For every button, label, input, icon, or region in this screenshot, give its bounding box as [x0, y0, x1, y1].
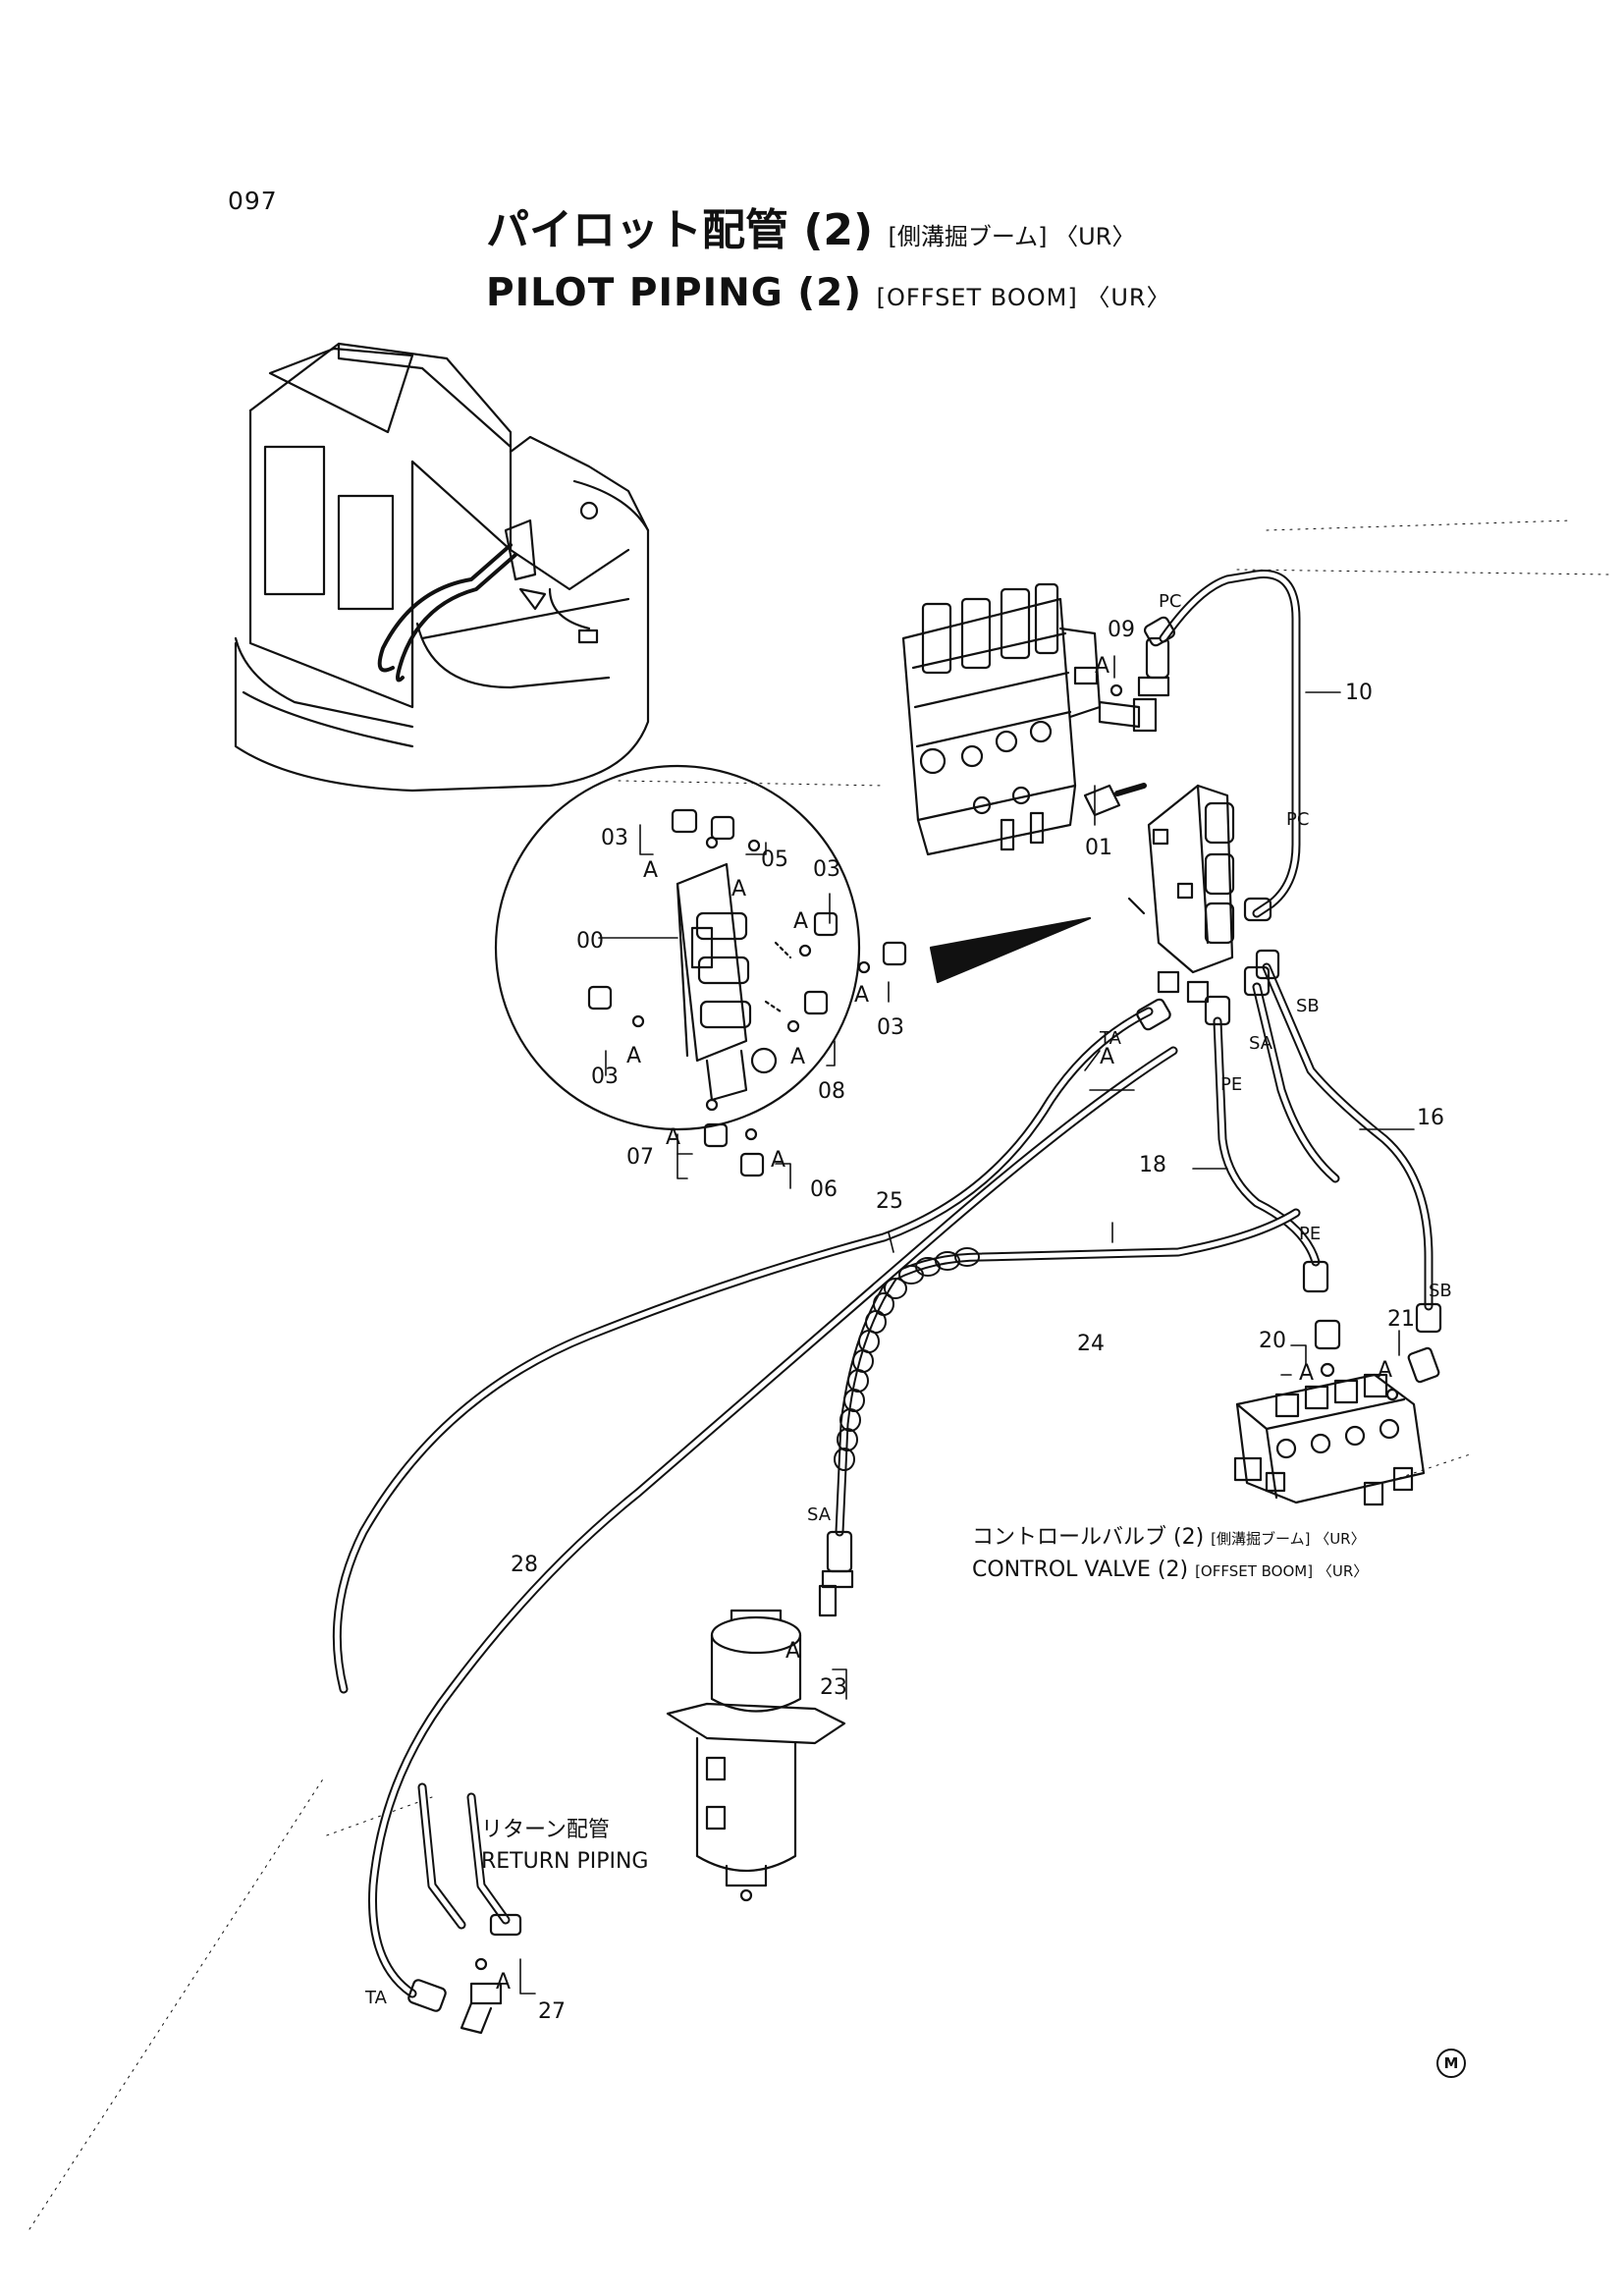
excavator-cab-illustration	[234, 342, 650, 793]
a-mark-10: A	[1299, 1361, 1314, 1386]
hose-24	[332, 1007, 1154, 1694]
a-mark-8: A	[771, 1148, 785, 1173]
part-01: 01	[1085, 836, 1112, 860]
part-28: 28	[511, 1553, 538, 1577]
center-swivel-joint	[666, 1584, 846, 1902]
title-en-sub: [OFFSET BOOM] 〈UR〉	[876, 284, 1171, 311]
a-mark-9: A	[1095, 654, 1109, 679]
port-sb-lower: SB	[1429, 1281, 1452, 1301]
part-16: 16	[1417, 1106, 1444, 1130]
port-pe-upper: PE	[1220, 1074, 1242, 1095]
fitting-20-group	[1314, 1319, 1341, 1378]
part-07: 07	[626, 1145, 654, 1170]
main-control-valve	[901, 582, 1102, 856]
fitting-21-group	[1385, 1346, 1440, 1401]
part-number-labels: 03 05 03 00 03 03 08 07 06 09 10 01 16 1…	[511, 618, 1444, 2024]
fitting-09-group	[1098, 636, 1170, 733]
port-ta-lower: TA	[364, 1988, 388, 2008]
title-jp-main: パイロット配管 (2)	[486, 205, 874, 255]
pilot-valve-block	[1127, 784, 1235, 1004]
a-mark-7: A	[666, 1125, 680, 1150]
return-piping-group	[417, 1782, 522, 2035]
control-valve-caption: コントロールバルブ (2) [側溝掘ブーム] 〈UR〉 CONTROL VALV…	[972, 1522, 1368, 1587]
a-mark-3: A	[793, 909, 808, 934]
a-marks: A A A A A A A A A A A A A A	[496, 654, 1392, 1995]
part-10: 10	[1345, 681, 1373, 705]
port-sa-upper: SA	[1249, 1033, 1273, 1054]
part-18: 18	[1139, 1153, 1166, 1177]
part-03-a: 03	[601, 826, 628, 850]
a-mark-12: A	[785, 1639, 800, 1664]
return-piping-caption: リターン配管 RETURN PIPING	[481, 1815, 648, 1878]
spring-guard	[834, 1247, 980, 1471]
a-mark-14: A	[1100, 1045, 1114, 1069]
port-pc-mid: PC	[1286, 809, 1309, 830]
part-03-d: 03	[591, 1065, 619, 1089]
part-09: 09	[1108, 618, 1135, 642]
part-03-b: 03	[813, 857, 840, 882]
a-mark-4: A	[854, 983, 869, 1008]
part-03-c: 03	[877, 1015, 904, 1040]
title-japanese: パイロット配管 (2) [側溝掘ブーム] 〈UR〉	[486, 201, 1171, 266]
a-mark-1: A	[643, 858, 658, 883]
cv-en-sub: [OFFSET BOOM] 〈UR〉	[1195, 1562, 1369, 1580]
part-25: 25	[876, 1189, 903, 1214]
cv-jp-main: コントロールバルブ (2)	[972, 1525, 1205, 1550]
title-english: PILOT PIPING (2) [OFFSET BOOM] 〈UR〉	[486, 266, 1171, 325]
a-mark-2: A	[731, 877, 746, 902]
part-08: 08	[818, 1079, 845, 1104]
port-ta-upper: TA	[1099, 1028, 1122, 1049]
rp-en: RETURN PIPING	[481, 1849, 649, 1874]
title-en-main: PILOT PIPING (2)	[486, 271, 863, 315]
page-number: 097	[228, 187, 278, 215]
port-pc-top: PC	[1159, 591, 1181, 612]
part-00: 00	[576, 929, 604, 954]
rp-jp: リターン配管	[481, 1818, 610, 1842]
part-20: 20	[1259, 1329, 1286, 1353]
title-jp-sub: [側溝掘ブーム] 〈UR〉	[888, 223, 1136, 250]
part-24: 24	[1077, 1332, 1105, 1356]
a-mark-13: A	[496, 1970, 511, 1995]
part-05: 05	[761, 847, 788, 872]
m-circle-mark: M	[1436, 2049, 1466, 2078]
part-23: 23	[820, 1675, 847, 1700]
label-leaders	[519, 655, 1415, 1995]
port-sa-lower: SA	[807, 1504, 832, 1525]
control-valve-offset-boom	[1233, 1373, 1426, 1506]
port-pe-lower: PE	[1299, 1224, 1321, 1244]
fitting-01-bolt	[1083, 783, 1147, 817]
cv-en-main: CONTROL VALVE (2)	[972, 1558, 1189, 1582]
a-mark-5: A	[626, 1044, 641, 1068]
part-21: 21	[1387, 1307, 1415, 1332]
part-06: 06	[810, 1177, 838, 1202]
page-title: パイロット配管 (2) [側溝掘ブーム] 〈UR〉 PILOT PIPING (…	[486, 201, 1171, 325]
port-labels: PC PC SB SB SA SA PE PE TA TA	[364, 591, 1452, 2008]
a-mark-11: A	[1378, 1358, 1392, 1383]
a-mark-6: A	[790, 1045, 805, 1069]
cv-jp-sub: [側溝掘ブーム] 〈UR〉	[1211, 1530, 1366, 1548]
port-sb-upper: SB	[1296, 996, 1320, 1016]
part-27: 27	[538, 1999, 566, 2024]
detail-magnified-view	[494, 764, 1092, 1177]
